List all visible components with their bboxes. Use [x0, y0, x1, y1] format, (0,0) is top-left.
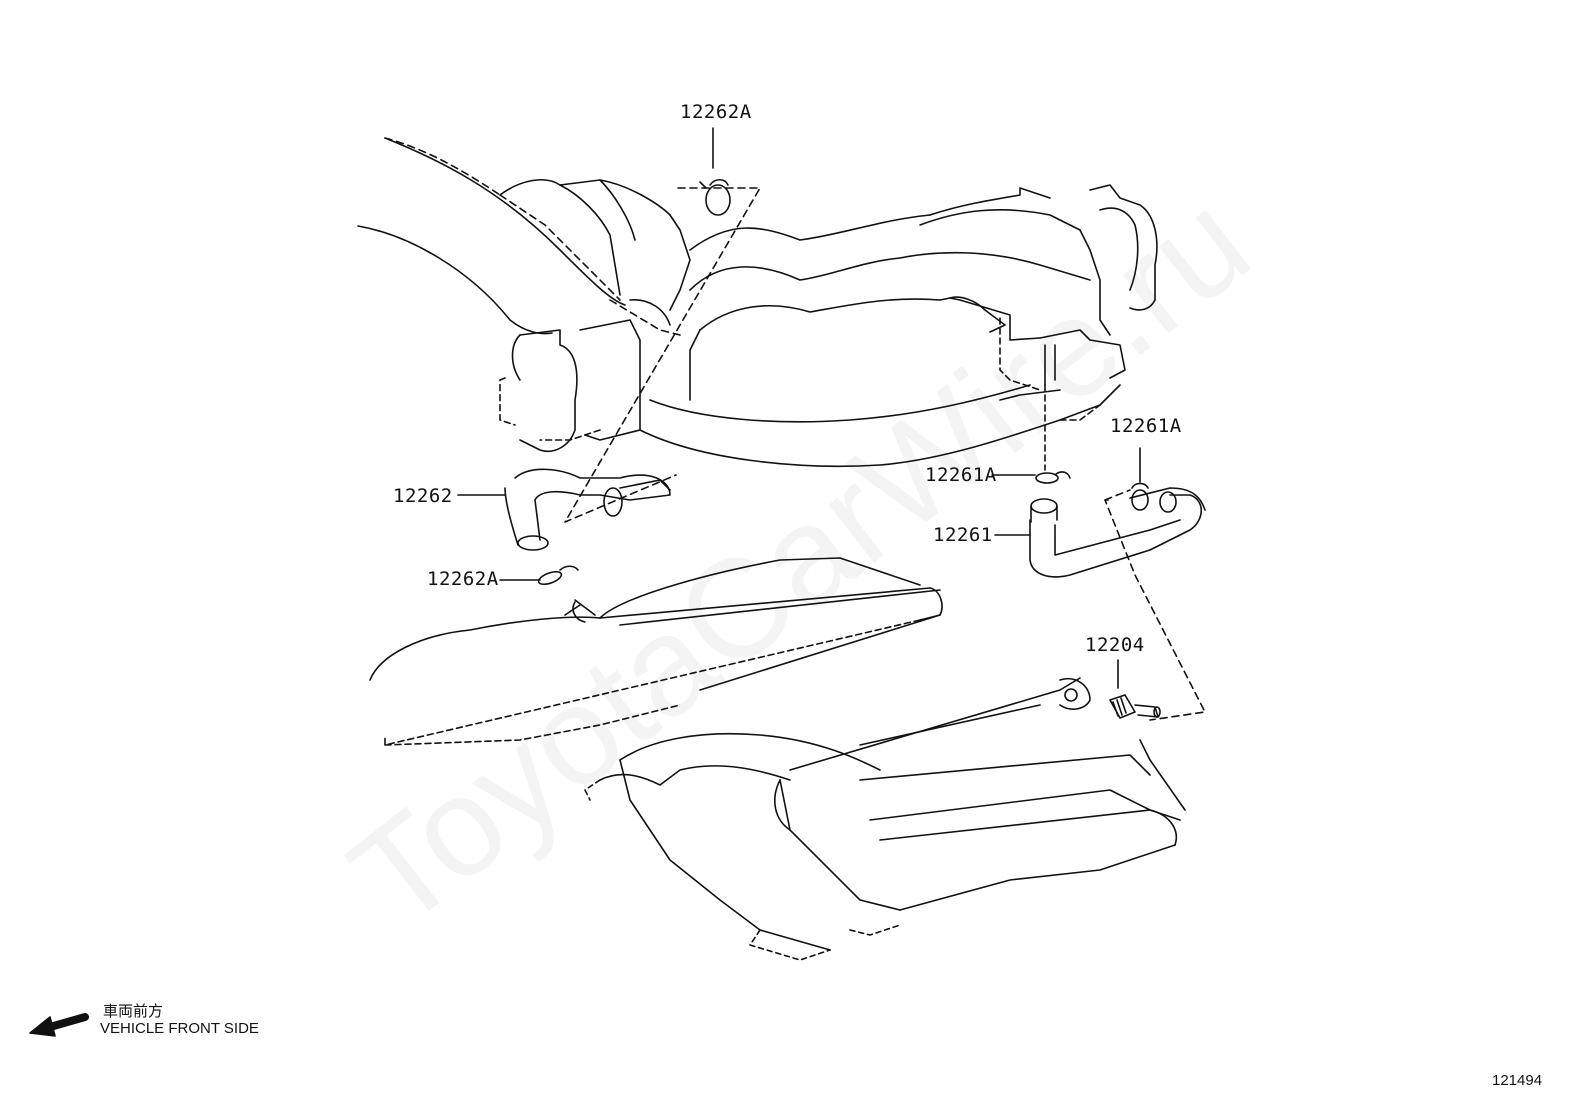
clip-12261A-upper-drawing: [1131, 447, 1149, 511]
clip-12261A-mid-drawing: [1035, 384, 1071, 484]
front-side-label-en: VEHICLE FRONT SIDE: [100, 1020, 259, 1037]
clip-12262A-upper-drawing: [699, 127, 731, 216]
cylinder-head-drawing: [369, 557, 1186, 961]
part-label-12261A-mid: 12261A: [925, 464, 997, 486]
arrow-left-icon: [29, 1013, 89, 1037]
clip-12262A-lower-drawing: [537, 565, 579, 586]
part-label-12262: 12262: [393, 485, 453, 507]
pcv-valve-12204-drawing: [1104, 489, 1206, 721]
hose-12262-drawing: [504, 187, 761, 551]
part-label-12261: 12261: [933, 524, 993, 546]
hose-12261-drawing: [1029, 487, 1206, 578]
leader-lines: [457, 474, 1036, 581]
part-label-12261A-upper: 12261A: [1110, 415, 1182, 437]
part-label-12204: 12204: [1085, 634, 1145, 656]
diagram-id: 121494: [1492, 1072, 1543, 1089]
part-label-12262A-upper: 12262A: [680, 101, 752, 123]
part-label-12262A-lower: 12262A: [427, 568, 499, 590]
intake-manifold-drawing: [357, 137, 1158, 467]
front-side-label-jp: 車両前方: [103, 1002, 164, 1020]
